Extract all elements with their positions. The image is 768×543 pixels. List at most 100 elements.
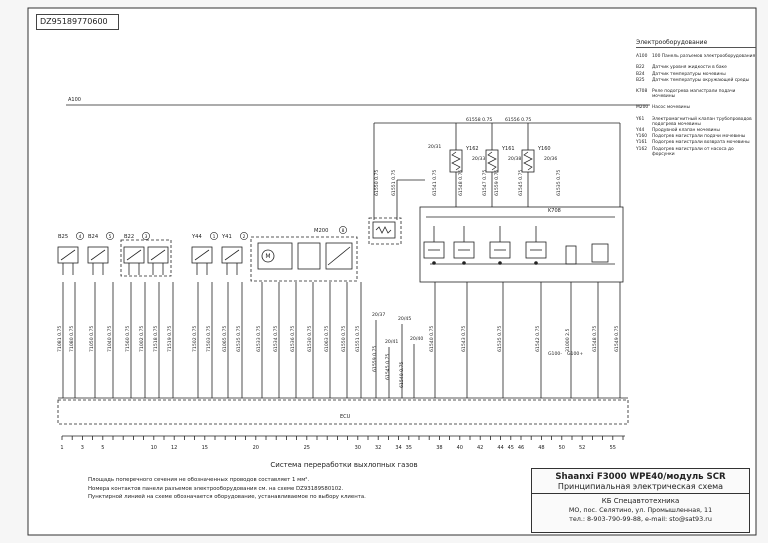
component-id: B24 xyxy=(88,234,99,240)
note-line: Площадь поперечного сечения не обозначен… xyxy=(88,477,310,483)
component-marker-number: 5 xyxy=(109,234,112,240)
y61-optional-outline xyxy=(368,217,402,245)
wire-label: 61540 0.75 xyxy=(429,326,435,352)
sensor-diagonal xyxy=(150,249,166,261)
m200-valve-block xyxy=(297,242,321,270)
pin-number: 25 xyxy=(304,445,310,451)
b25-symbol xyxy=(57,246,79,264)
wire-label: 61535 0.75 xyxy=(236,326,242,352)
b22-symbol xyxy=(147,246,169,264)
wire-label: 61559 0.75 xyxy=(494,170,500,196)
legend-gap xyxy=(636,158,756,163)
wire-label: 61536 0.75 xyxy=(290,326,296,352)
wire-label: 61541 0.75 xyxy=(432,170,438,196)
document-id: DZ95189770600 xyxy=(36,14,119,30)
legend-code: K708 xyxy=(636,89,648,95)
legend-code: Y162 xyxy=(636,146,648,152)
wire-label: 71503 0.75 xyxy=(206,326,212,352)
pin-number: 42 xyxy=(477,445,483,451)
pin-number: 48 xyxy=(538,445,544,451)
legend-text: Подогрев магистрали от насоса до форсунк… xyxy=(652,146,734,157)
wiring-lines xyxy=(57,104,650,440)
pin-number: 55 xyxy=(610,445,616,451)
pin-number: 46 xyxy=(518,445,524,451)
wire-label: 61065 0.75 xyxy=(222,326,228,352)
sensor-diagonal xyxy=(224,249,240,261)
legend-text: Подогрев магистрали подачи мочевины xyxy=(652,134,746,140)
title-block: Shaanxi F3000 WPE40/модуль SCR Принципиа… xyxy=(531,468,750,533)
legend-item: Y162 Подогрев магистрали от насоса до фор… xyxy=(636,147,756,157)
y61-heater-valve xyxy=(372,221,396,239)
m200-pressure-sensor xyxy=(325,242,353,270)
m200-label: M200 xyxy=(314,228,328,234)
pump-motor-icon xyxy=(261,249,275,263)
pin-number: 44 xyxy=(497,445,503,451)
component-marker-number: 8 xyxy=(342,228,345,234)
sheet-frame xyxy=(27,7,757,536)
scheme-subtitle: Принципиальная электрическая схема xyxy=(532,482,749,494)
component-marker xyxy=(210,232,218,240)
wire-label: 61550 0.75 xyxy=(374,170,380,196)
component-marker xyxy=(142,232,150,240)
m200-pump-motor xyxy=(257,242,293,270)
ecu-block xyxy=(57,399,629,425)
pin-number: 5 xyxy=(101,445,104,451)
pin-number: 12 xyxy=(171,445,177,451)
legend-text: Датчик уровня жидкости в баке xyxy=(652,65,727,71)
heater-coil-icon xyxy=(487,151,497,171)
legend-code: Y44 xyxy=(636,128,645,134)
component-id: B22 xyxy=(124,234,134,240)
top-wire-label: 61558 0.75 xyxy=(466,117,492,123)
wire-ref-label: 20/41 xyxy=(385,339,398,345)
wire-label: 71081 0.75 xyxy=(57,326,63,352)
pin-number: 40 xyxy=(457,445,463,451)
wire-label: 61551 0.75 xyxy=(391,170,397,196)
ecu-label: ECU xyxy=(340,414,351,420)
wire-label: 61559 0.75 xyxy=(372,346,378,372)
legend-code: M200 xyxy=(636,105,649,111)
note-line: Пунктирной линией на схеме обозначается … xyxy=(88,494,366,501)
sensor-diagonal xyxy=(90,249,106,261)
wire-label: 71050 0.75 xyxy=(89,326,95,352)
sensor-diagonal xyxy=(327,246,351,266)
pump-motor-letter: M xyxy=(265,253,270,260)
heater-resistor-icon xyxy=(375,226,392,234)
wire-label: 71002 0.75 xyxy=(139,326,145,352)
wire-label: 61548 0.75 xyxy=(592,326,598,352)
legend-text: 100 Панель разъемов электрооборудования xyxy=(652,54,756,60)
ground-label: G100+ xyxy=(567,351,583,357)
heater-coil-icon xyxy=(523,151,533,171)
pin-number: 34 xyxy=(395,445,401,451)
k708-label: K708 xyxy=(548,208,561,214)
legend-text: Продувной клапан мочевины xyxy=(652,128,720,134)
notes-block: Площадь поперечного сечения не обозначен… xyxy=(88,476,528,502)
wire-label: 61540 0.75 xyxy=(399,362,405,388)
wire-label: 71519 0.75 xyxy=(167,326,173,352)
wire-label: 71518 0.75 xyxy=(153,326,159,352)
pin-number: 35 xyxy=(406,445,412,451)
heater-wire-label: 20/33 xyxy=(472,156,485,162)
relay-coil xyxy=(591,243,609,263)
pin-number: 30 xyxy=(355,445,361,451)
wire-label: 61543 0.75 xyxy=(461,326,467,352)
wire-label: 61551 0.75 xyxy=(355,326,361,352)
pin-number: 50 xyxy=(559,445,565,451)
legend-title: Электрооборудование xyxy=(636,39,756,49)
legend-text: Датчик температуры окружающей среды xyxy=(652,77,750,83)
component-marker xyxy=(339,226,347,234)
k708-relay-block xyxy=(419,206,624,283)
component-marker-number: 3 xyxy=(145,234,148,240)
pin-number: 38 xyxy=(436,445,442,451)
company-address: МО, пос. Селятино, ул. Промышленная, 11 xyxy=(568,506,713,514)
wire-label: 61535 0.75 xyxy=(497,326,503,352)
